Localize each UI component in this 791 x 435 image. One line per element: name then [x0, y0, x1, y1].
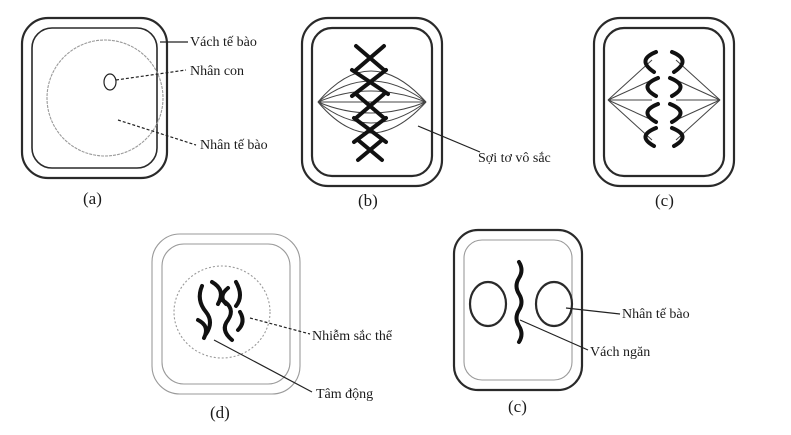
cell-d-nucleus — [173, 265, 271, 359]
cell-b-wall-outer — [300, 16, 444, 188]
cell-wall-label: Vách tế bào — [190, 35, 257, 50]
chromosome-leader — [249, 317, 311, 335]
caption-d: (d) — [210, 403, 230, 422]
cell-a-nucleolus — [103, 73, 117, 91]
cell-a: Vách tế bào Nhân con Nhân tế bào (a) — [20, 16, 268, 208]
cell-a-nucleus — [46, 39, 164, 157]
chromosome-label: Nhiễm sắc thể — [312, 329, 393, 344]
caption-c: (c) — [655, 191, 674, 210]
nucleus-label-a: Nhân tế bào — [200, 138, 268, 153]
spindle-leader — [417, 125, 481, 153]
cell-d-chromosomes — [196, 280, 245, 342]
cell-a-wall-outer — [20, 16, 169, 180]
cell-e-nucleus-left — [468, 280, 508, 328]
cell-c-chromosomes — [643, 50, 685, 148]
centromere-leader — [213, 339, 313, 393]
nucleus-e-leader — [565, 307, 621, 315]
caption-e: (c) — [508, 397, 527, 416]
cell-d-wall-inner — [161, 243, 291, 385]
cell-b-chromosomes — [350, 44, 390, 162]
cell-c-wall-inner — [602, 26, 726, 178]
cell-a-nucleolus-leader — [115, 69, 187, 81]
cell-b-wall-inner — [310, 26, 434, 178]
cell-c-spindle-fibers — [607, 59, 721, 141]
cell-a-nucleus-leader — [117, 119, 197, 146]
cell-a-wall-inner — [31, 27, 158, 169]
cell-c-wall-outer — [592, 16, 736, 188]
cell-e-nucleus-right — [534, 280, 574, 328]
caption-a: (a) — [83, 189, 102, 208]
cell-e-cell-plate — [514, 260, 524, 344]
cell-d-wall-outer — [151, 233, 301, 395]
caption-b: (b) — [358, 191, 378, 210]
partition-leader — [519, 319, 589, 351]
nucleolus-label: Nhân con — [190, 64, 244, 79]
spindle-fibers-label: Sợi tơ vô sắc — [478, 151, 551, 166]
cell-e: Nhân tế bào Vách ngăn (c) — [452, 228, 690, 416]
centromere-label: Tâm động — [316, 387, 373, 402]
cell-c: (c) — [592, 16, 736, 210]
partition-label: Vách ngăn — [590, 345, 650, 360]
cell-d: Nhiễm sắc thể Tâm động (d) — [151, 233, 393, 422]
nucleus-label-e: Nhân tế bào — [622, 307, 690, 322]
cell-b: Sợi tơ vô sắc (b) — [300, 16, 551, 210]
